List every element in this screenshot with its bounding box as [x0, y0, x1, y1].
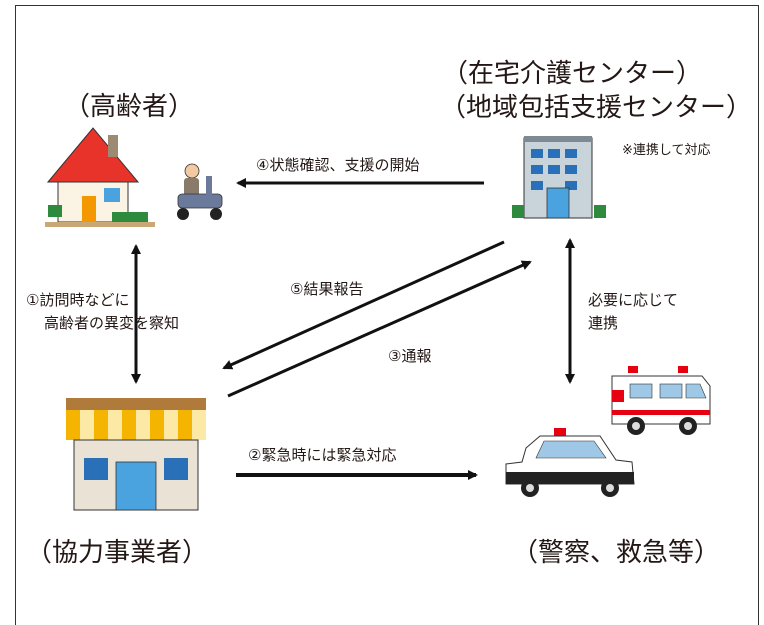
edge-arrow-5 — [222, 240, 505, 370]
partner-business-label: （協力事業者） — [26, 538, 209, 568]
edge-label-3: ③通報 — [388, 347, 432, 365]
diagram-frame — [15, 5, 759, 625]
elderly-person-icon — [177, 163, 223, 220]
elderly-label: （高齢者） — [64, 92, 195, 122]
edge-label-6-line1: 必要に応じて — [588, 291, 679, 309]
police-car-icon — [505, 428, 635, 497]
regional-support-center-label: （地域包括支援センター） — [440, 93, 753, 123]
edge-label-6-line2: 連携 — [588, 314, 619, 332]
edge-label-1-line2: 高齢者の異変を察知 — [44, 314, 180, 332]
edge-label-2: ②緊急時には緊急対応 — [248, 446, 397, 464]
edge-arrow-3 — [227, 260, 532, 398]
office-building-icon — [512, 136, 606, 219]
edge-label-1-line1: ①訪問時などに — [26, 291, 130, 309]
police-ambulance-label: （警察、救急等） — [512, 538, 721, 568]
edge-label-5: ⑤結果報告 — [290, 280, 364, 298]
coordination-note: ※連携して対応 — [622, 143, 711, 158]
house-icon — [45, 127, 155, 227]
ambulance-icon — [611, 366, 711, 435]
edge-label-4: ④状態確認、支援の開始 — [256, 156, 420, 174]
home-care-center-label: （在宅介護センター） — [442, 59, 703, 89]
shop-icon — [66, 398, 206, 511]
